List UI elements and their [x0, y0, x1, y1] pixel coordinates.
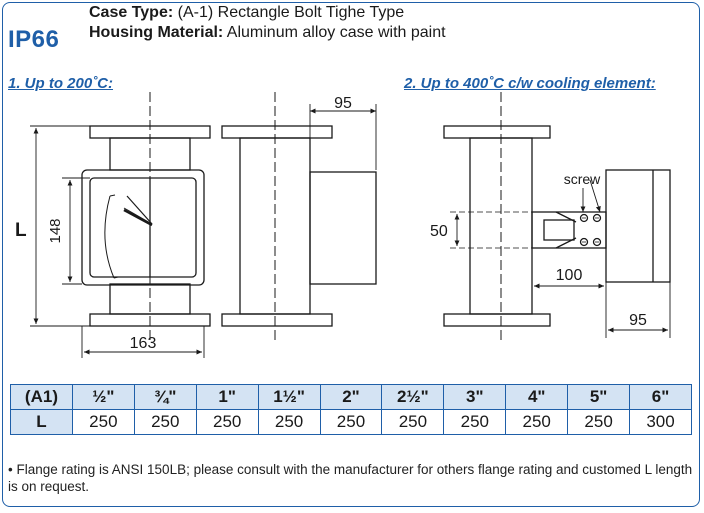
housing-material-value: Aluminum alloy case with paint — [226, 24, 446, 41]
size-col: ½" — [71, 384, 135, 410]
housing-material-line: Housing Material: Aluminum alloy case wi… — [89, 24, 446, 42]
table-row: L 250 250 250 250 250 250 250 250 250 30… — [10, 409, 692, 435]
housing-material-label: Housing Material: — [89, 24, 224, 41]
section-title-400c: 2. Up to 400˚C c/w cooling element: — [404, 75, 656, 92]
dim-95-bottom: 95 — [629, 312, 647, 329]
length-cell: 250 — [505, 409, 569, 435]
length-cell: 300 — [629, 409, 692, 435]
table-header-label: (A1) — [10, 384, 73, 410]
dim-163: 163 — [130, 335, 157, 352]
ip-rating: IP66 — [8, 26, 60, 53]
dim-100: 100 — [556, 267, 583, 284]
flange-rating-note: • Flange rating is ANSI 150LB; please co… — [8, 462, 693, 494]
size-col: 6" — [629, 384, 692, 410]
size-col: 2" — [319, 384, 383, 410]
dimension-table: (A1) ½" ¾" 1" 1½" 2" 2½" 3" 4" 5" 6" L 2… — [10, 384, 692, 435]
case-type-value: (A-1) Rectangle Bolt Tighe Type — [177, 4, 405, 21]
row-label: L — [10, 409, 73, 435]
screw-label: screw — [564, 171, 601, 187]
table-header-row: (A1) ½" ¾" 1" 1½" 2" 2½" 3" 4" 5" 6" — [10, 384, 692, 410]
length-cell: 250 — [133, 409, 197, 435]
length-cell: 250 — [319, 409, 383, 435]
length-cell: 250 — [567, 409, 631, 435]
technical-drawing: 95 L 148 163 screw 50 100 95 — [15, 92, 671, 358]
case-type-line: Case Type: (A-1) Rectangle Bolt Tighe Ty… — [89, 4, 404, 22]
size-col: 1" — [195, 384, 259, 410]
dim-50: 50 — [430, 223, 448, 240]
cooling-element-drawing — [443, 92, 671, 342]
length-cell: 250 — [381, 409, 445, 435]
length-cell: 250 — [443, 409, 507, 435]
content-frame — [2, 2, 700, 507]
size-col: 5" — [567, 384, 631, 410]
side-view-drawing — [221, 92, 377, 342]
size-col: ¾" — [133, 384, 197, 410]
length-cell: 250 — [257, 409, 321, 435]
dim-l-label: L — [15, 220, 27, 241]
size-col: 3" — [443, 384, 507, 410]
length-cell: 250 — [195, 409, 259, 435]
size-col: 2½" — [381, 384, 445, 410]
case-type-label: Case Type: — [89, 4, 174, 21]
dim-95-top: 95 — [334, 95, 352, 112]
section-title-200c: 1. Up to 200˚C: — [8, 75, 114, 92]
size-col: 4" — [505, 384, 569, 410]
front-view-drawing — [81, 92, 211, 342]
dim-148: 148 — [47, 218, 64, 243]
length-cell: 250 — [71, 409, 135, 435]
size-col: 1½" — [257, 384, 321, 410]
